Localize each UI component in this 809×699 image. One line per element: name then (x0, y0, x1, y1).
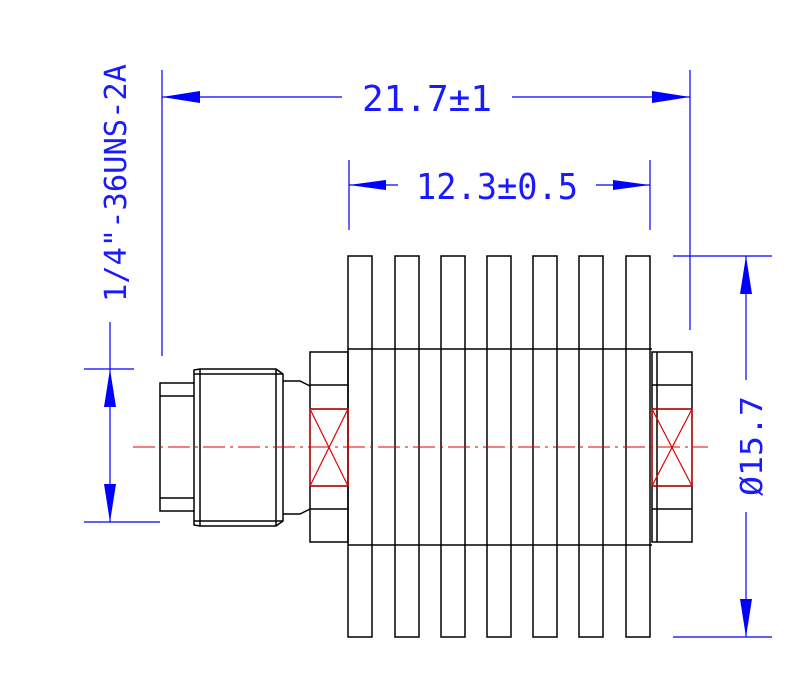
arrow-up-icon (740, 256, 752, 294)
dimensions (84, 70, 772, 638)
arrow-right-icon (652, 91, 690, 103)
heatsink-core (348, 348, 652, 546)
heatsink-length-dimension (348, 160, 651, 230)
arrow-down-icon (104, 484, 116, 522)
arrow-right-icon (613, 180, 650, 190)
thread-dimension (84, 322, 160, 523)
arrow-left-icon (349, 180, 386, 190)
overall-length-dimension (161, 70, 691, 356)
arrow-down-icon (740, 599, 752, 637)
arrow-left-icon (162, 91, 200, 103)
arrow-up-icon (104, 369, 116, 407)
thread-spec-label: 1/4"-36UNS-2A (99, 64, 134, 302)
overall-length-label: 21.7±1 (362, 79, 492, 120)
diameter-label: Ø15.7 (735, 396, 770, 496)
heatsink-length-label: 12.3±0.5 (416, 167, 578, 208)
diameter-dimension (673, 255, 772, 638)
